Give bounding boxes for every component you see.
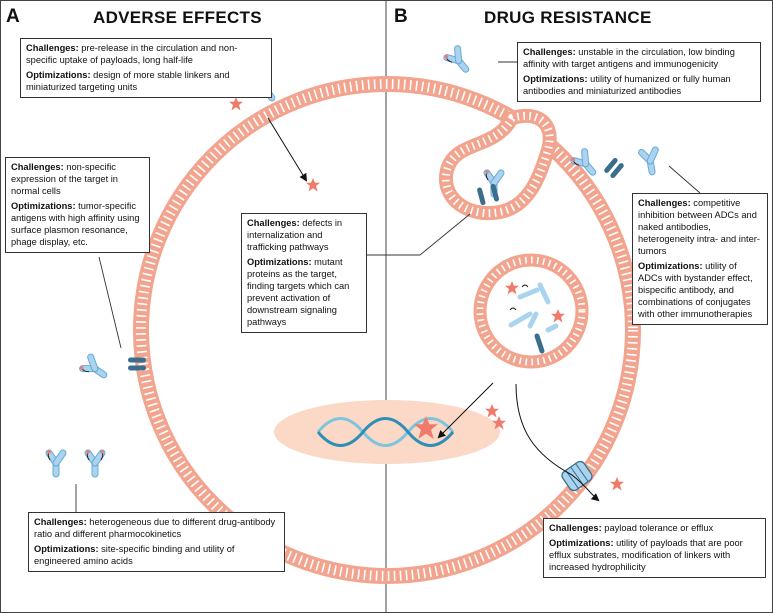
note-competitive: Challenges: competitive inhibition betwe… — [632, 193, 768, 325]
panel-a-letter: A — [6, 6, 20, 27]
adc-low-dar — [47, 450, 63, 474]
optimizations-text: site-specific binding and utility of eng… — [34, 544, 235, 566]
optimizations-text: mutant proteins as the target, finding t… — [247, 257, 350, 327]
optimizations-text: design of more stable linkers and miniat… — [26, 70, 230, 92]
endosome-pattern — [476, 256, 586, 366]
payload-star-released — [229, 97, 243, 111]
challenges-text: heterogeneous due to different drug-anti… — [34, 517, 276, 539]
payload-star-cytoplasm-1 — [485, 404, 499, 418]
optimizations-label: Optimizations: — [523, 74, 588, 84]
invagination-pattern — [442, 111, 554, 218]
antibody-unstable — [443, 46, 471, 74]
challenges-text: competitive inhibition between ADCs and … — [638, 198, 760, 256]
note-release: Challenges: pre-release in the circulati… — [20, 38, 272, 98]
note-efflux: Challenges: payload tolerance or efflux … — [543, 518, 766, 578]
optimizations-label: Optimizations: — [11, 201, 76, 211]
optimizations-text: utility of payloads that are poor efflux… — [549, 538, 743, 572]
naked-antibody — [642, 150, 659, 173]
challenges-label: Challenges: — [247, 218, 300, 228]
degraded-antibody-fragments — [508, 282, 559, 354]
panel-b-title: DRUG RESISTANCE — [484, 8, 652, 27]
challenges-label: Challenges: — [523, 47, 576, 57]
challenges-text: pre-release in the circulation and non-s… — [26, 43, 238, 65]
optimizations-label: Optimizations: — [549, 538, 614, 548]
arrow-uptake — [267, 117, 308, 182]
cell-membrane-pattern — [136, 79, 638, 581]
arrow-efflux — [515, 383, 600, 502]
optimizations-text: utility of humanized or fully human anti… — [523, 74, 731, 96]
note-heterogeneous: Challenges: heterogeneous due to differe… — [28, 512, 285, 572]
adc-high-dar — [86, 450, 104, 474]
challenges-label: Challenges: — [11, 162, 64, 172]
panel-a-title: ADVERSE EFFECTS — [93, 8, 262, 27]
optimizations-text: tumor-specific antigens with high affini… — [11, 201, 140, 247]
receptor-pair-competitive — [603, 156, 625, 180]
optimizations-label: Optimizations: — [26, 70, 91, 80]
challenges-label: Challenges: — [638, 198, 691, 208]
note-internalization: Challenges: defects in internalization a… — [241, 213, 367, 333]
challenges-text: defects in internalization and trafficki… — [247, 218, 343, 252]
payload-star-uptake — [306, 178, 320, 192]
challenges-label: Challenges: — [26, 43, 79, 53]
note-unstable: Challenges: unstable in the circulation,… — [517, 42, 761, 102]
note-specificity: Challenges: non-specific expression of t… — [5, 157, 150, 253]
challenges-text: payload tolerance or efflux — [604, 523, 714, 533]
optimizations-label: Optimizations: — [34, 544, 99, 554]
optimizations-label: Optimizations: — [638, 261, 703, 271]
challenges-text: non-specific expression of the target in… — [11, 162, 118, 196]
optimizations-label: Optimizations: — [247, 257, 312, 267]
challenges-text: unstable in the circulation, low binding… — [523, 47, 735, 69]
panel-b-letter: B — [394, 6, 408, 27]
challenges-label: Challenges: — [34, 517, 87, 527]
dna-helix — [316, 417, 455, 447]
endosome — [473, 253, 589, 369]
adc-bound-normal-cell — [78, 355, 108, 382]
arrow-to-nucleus — [437, 382, 494, 439]
payload-star-effluxed — [610, 477, 624, 491]
challenges-label: Challenges: — [549, 523, 602, 533]
optimizations-text: utility of ADCs with bystander effect, b… — [638, 261, 753, 319]
nucleus — [274, 400, 500, 464]
